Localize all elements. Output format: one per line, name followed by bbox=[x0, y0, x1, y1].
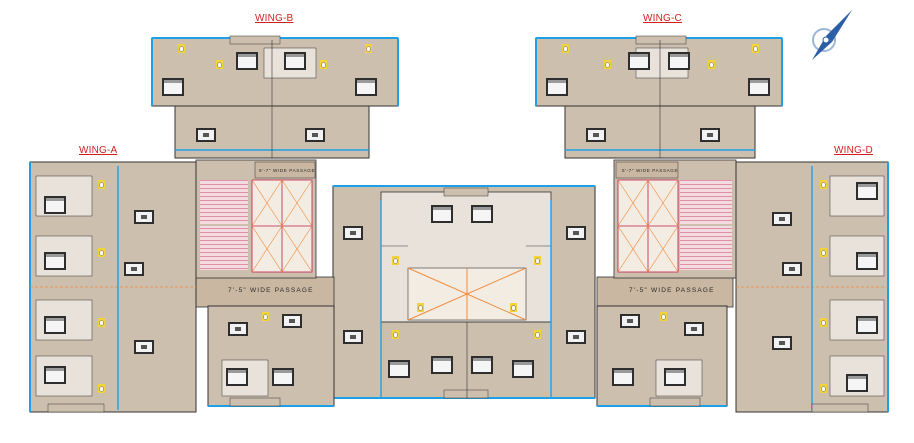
wing-c-block bbox=[535, 35, 783, 159]
wing-a-block bbox=[29, 161, 197, 413]
lower-left-unit bbox=[207, 305, 335, 407]
lower-right-unit bbox=[596, 305, 728, 407]
wing-b-label: WING-B bbox=[255, 13, 294, 24]
upper-right-passage-label: 5'-7" WIDE PASSAGE bbox=[622, 168, 679, 173]
wing-a-label: WING-A bbox=[79, 145, 118, 156]
left-corridor bbox=[195, 276, 335, 308]
upper-left-passage-label: 5'-7" WIDE PASSAGE bbox=[259, 168, 316, 173]
right-corridor bbox=[596, 276, 734, 308]
north-compass-icon bbox=[812, 10, 852, 60]
central-tower bbox=[332, 185, 596, 399]
left-core bbox=[195, 159, 317, 279]
wing-b-block bbox=[151, 35, 399, 159]
right-core bbox=[613, 159, 737, 279]
wing-d-block bbox=[735, 161, 889, 413]
right-passage-label: 7'-5" WIDE PASSAGE bbox=[629, 287, 715, 294]
left-passage-label: 7'-5" WIDE PASSAGE bbox=[228, 287, 314, 294]
wing-d-label: WING-D bbox=[834, 145, 873, 156]
wing-c-label: WING-C bbox=[643, 13, 682, 24]
